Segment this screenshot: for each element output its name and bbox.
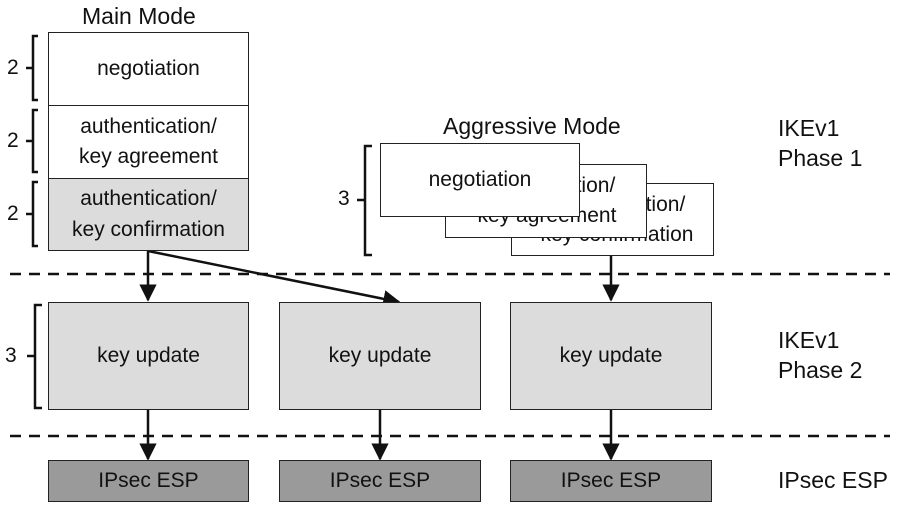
ipsec-esp-box-1: IPsec ESP (48, 460, 249, 502)
ipsec-esp-box-3: IPsec ESP (510, 460, 712, 502)
main-mode-title: Main Mode (82, 3, 196, 29)
ipsec-esp-label: IPsec ESP (560, 468, 662, 492)
ipsec-esp-label: IPsec ESP (329, 468, 431, 492)
bracket-main-3 (26, 180, 38, 248)
key-update-label: key update (97, 343, 200, 367)
main-mode-key-agreement-box: authentication/ key agreement (48, 105, 249, 179)
main-step-label: authentication/ key agreement (79, 114, 218, 168)
main-step-label: negotiation (97, 56, 200, 80)
aggressive-negotiation-card: negotiation (380, 143, 580, 217)
main-step-count: 2 (7, 202, 19, 225)
esp-side-label: IPsec ESP (778, 467, 888, 493)
main-step-label: authentication/ key confirmation (72, 187, 225, 241)
aggressive-mode-title: Aggressive Mode (443, 113, 621, 139)
main-mode-negotiation-box: negotiation (48, 32, 249, 106)
key-update-box-3: key update (510, 302, 712, 410)
main-step-count: 2 (7, 56, 19, 79)
phase2-step-count: 3 (5, 344, 17, 367)
bracket-aggressive (357, 144, 372, 257)
aggressive-step-count: 3 (338, 187, 350, 210)
arrow-main-to-keyupdate-2 (147, 249, 401, 308)
key-update-label: key update (328, 343, 432, 367)
bracket-main-2 (26, 108, 38, 174)
bracket-main-1 (26, 34, 38, 102)
phase2-side-label: IKEv1 Phase 2 (778, 327, 863, 383)
key-update-label: key update (559, 343, 663, 367)
key-update-box-1: key update (48, 302, 249, 410)
ipsec-esp-box-2: IPsec ESP (279, 460, 481, 502)
ipsec-esp-label: IPsec ESP (98, 468, 199, 492)
main-mode-key-confirmation-box: authentication/ key confirmation (48, 178, 249, 251)
main-step-count: 2 (7, 129, 19, 152)
bracket-phase2 (27, 303, 42, 410)
phase1-side-label: IKEv1 Phase 1 (778, 115, 863, 171)
key-update-box-2: key update (279, 302, 481, 410)
aggressive-front-label: negotiation (428, 167, 532, 191)
